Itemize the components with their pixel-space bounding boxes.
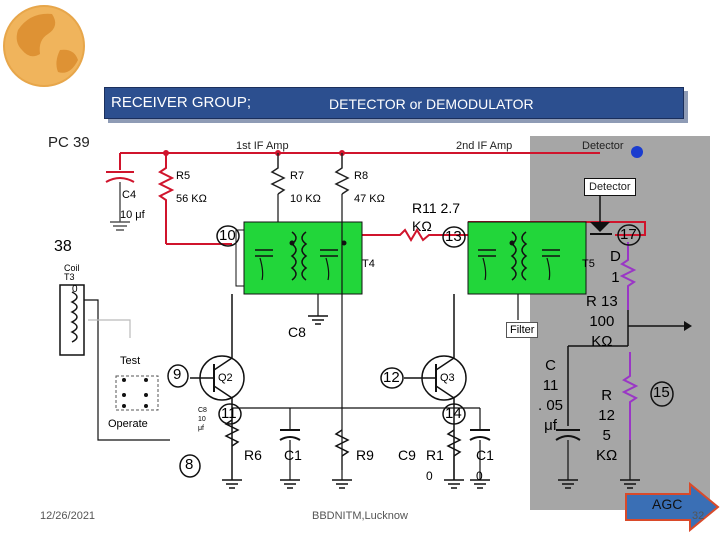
c1b-label: C1 — [476, 447, 494, 463]
pc-label: PC 39 — [48, 134, 90, 151]
detector-box-label: Detector — [584, 178, 636, 196]
agc-label: AGC — [652, 496, 683, 512]
c1b-sub: 0 — [476, 469, 483, 483]
t5-label: T5 — [582, 258, 595, 270]
q2-label: Q2 — [218, 372, 233, 384]
r12-label: R 12 5 KΩ — [596, 387, 618, 464]
marker-10: 10 — [219, 227, 236, 244]
t4-label: T4 — [362, 258, 375, 270]
detector-top-label: Detector — [582, 140, 624, 152]
marker-13: 13 — [445, 228, 462, 245]
marker-17: 17 — [620, 226, 637, 243]
c4-value: 10 μf — [120, 209, 145, 221]
r8-value: 47 KΩ — [354, 193, 385, 205]
q3-label: Q3 — [440, 372, 455, 384]
c-small-label: C8 10 μf — [198, 407, 207, 432]
globe-icon — [3, 5, 85, 87]
d1-label: D 1 — [610, 248, 621, 286]
test-label: Test — [120, 355, 141, 367]
footer-date: 12/26/2021 — [40, 510, 96, 522]
coil-0-label: 0 — [72, 284, 78, 295]
header-right-title: DETECTOR or DEMODULATOR — [329, 96, 534, 112]
r1-sub: 0 — [426, 469, 433, 483]
filter-label: Filter — [506, 322, 539, 338]
marker-11: 11 — [221, 405, 237, 422]
r7-value: 10 KΩ — [290, 193, 321, 205]
r9-label: R9 — [356, 447, 374, 463]
if2-label: 2nd IF Amp — [456, 140, 513, 152]
header-left-title: RECEIVER GROUP; — [111, 94, 252, 111]
marker-14: 14 — [445, 405, 462, 422]
coil-38-label: 38 — [54, 238, 72, 255]
marker-15: 15 — [653, 384, 670, 401]
r1-label: R1 — [426, 447, 444, 463]
r8-label: R8 — [354, 170, 369, 182]
r7-label: R7 — [290, 170, 305, 182]
detector-panel — [530, 136, 710, 510]
r13-label: R 13 100 KΩ — [586, 293, 618, 350]
if1-label: 1st IF Amp — [236, 140, 289, 152]
r5-value: 56 KΩ — [176, 193, 207, 205]
marker-9: 9 — [173, 366, 182, 383]
c11-label: C 11 . 05 μf — [538, 357, 564, 434]
c1-label: C1 — [284, 447, 302, 463]
marker-12: 12 — [383, 369, 400, 386]
c4-label: C4 — [122, 189, 137, 201]
footer-institute: BBDNITM,Lucknow — [312, 510, 408, 522]
header-bar: RECEIVER GROUP; DETECTOR or DEMODULATOR — [104, 87, 684, 119]
operate-label: Operate — [108, 418, 148, 430]
marker-8: 8 — [185, 456, 194, 473]
r5-label: R5 — [176, 170, 191, 182]
c9-label: C9 — [398, 447, 416, 463]
footer-page-number: 32 — [692, 510, 705, 522]
r6-label: R6 — [244, 447, 262, 463]
c8-label: C8 — [288, 324, 306, 340]
r11-unit: KΩ — [412, 218, 432, 234]
agc-arrow-icon — [625, 482, 720, 532]
r11-label: R11 2.7 — [412, 200, 460, 216]
coil-t3-label: Coil T3 — [64, 263, 80, 282]
